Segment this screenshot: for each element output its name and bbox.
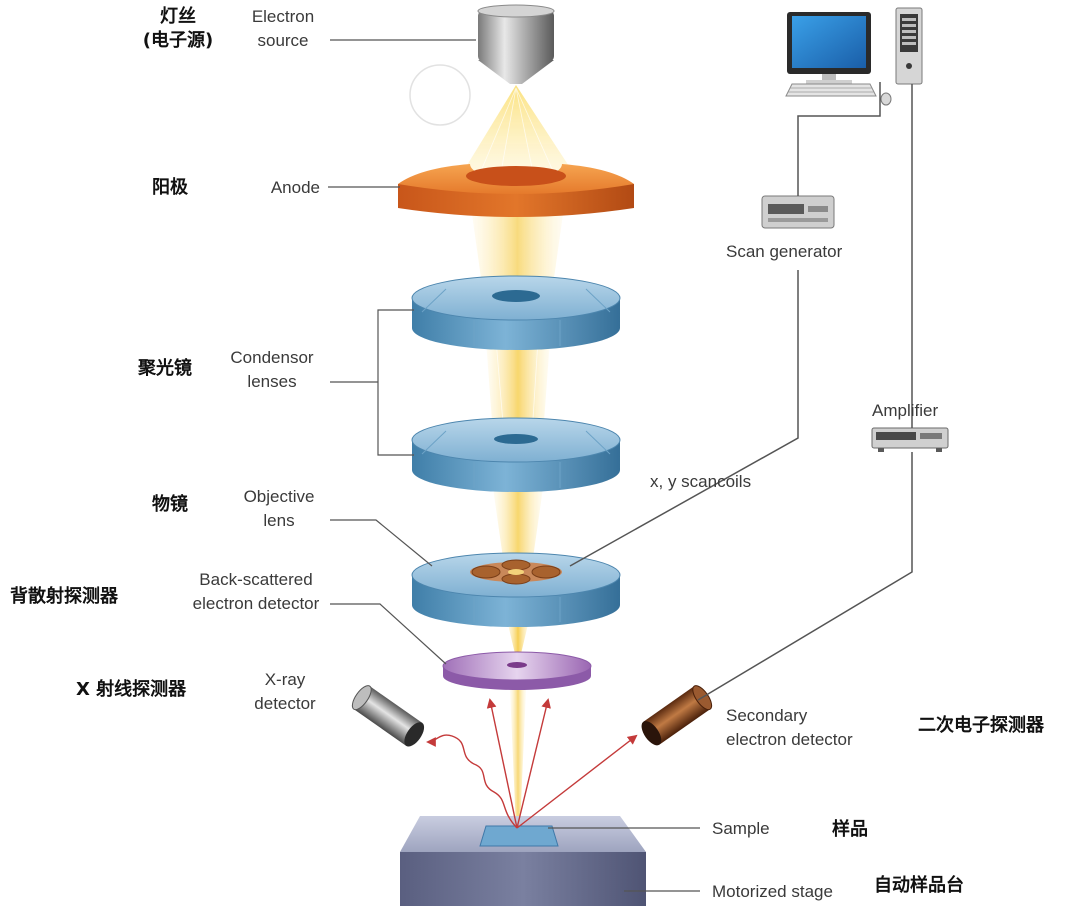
anode-label: Anode [230, 176, 320, 200]
objective-label-zh: 物镜 [152, 493, 188, 517]
condensor-lenses-label: Condensor lenses [214, 346, 330, 394]
backscattered-detector-label-line1: Back-scattered [199, 570, 313, 589]
electron-source-label: Electron source [234, 5, 332, 53]
decorative-circle [409, 64, 471, 126]
filament-label-zh: 灯丝 (电子源) [126, 5, 230, 53]
scancoils-label: x, y scancoils [650, 470, 751, 494]
objective-lens-label-line1: Objective [243, 487, 315, 506]
computer-graphic [785, 7, 923, 106]
motorized-stage-label: Motorized stage [712, 880, 833, 904]
leader-lines [328, 39, 700, 892]
connection-cables [569, 82, 913, 701]
backscatter-detector-label-zh-text: 背散射探测器 [10, 586, 118, 607]
amplifier-label-text: Amplifier [872, 401, 939, 420]
scan-generator-graphic [761, 195, 835, 229]
secondary-detector-label: Secondary electron detector [726, 704, 853, 752]
scan-generator-label: Scan generator [726, 240, 842, 264]
xray-detector-label-line1: X-ray [264, 670, 306, 689]
secondary-detector-label-zh-text: 二次电子探测器 [918, 715, 1044, 736]
electron-gun-graphic [477, 4, 555, 84]
amplifier-label: Amplifier [872, 399, 938, 423]
electron-source-label-line1: Electron [251, 7, 315, 26]
backscatter-detector-graphic [442, 651, 592, 690]
sample-label-text: Sample [712, 819, 770, 838]
xray-detector-label-zh: X 射线探测器 [76, 678, 186, 702]
filament-label-zh-line2: (电子源) [142, 30, 214, 51]
backscattered-detector-label-line2: electron detector [192, 594, 320, 613]
xray-detector-label-zh-text: X 射线探测器 [76, 679, 187, 700]
amplifier-graphic [871, 427, 949, 452]
backscattered-detector-label: Back-scattered electron detector [176, 568, 336, 616]
objective-lens-graphic [411, 552, 621, 627]
secondary-detector-label-zh: 二次电子探测器 [918, 714, 1044, 738]
backscatter-detector-label-zh: 背散射探测器 [10, 585, 118, 609]
condensor-lenses-label-line2: lenses [247, 372, 297, 391]
motorized-stage-graphic [400, 816, 646, 906]
condensor-lenses-label-line1: Condensor [230, 348, 314, 367]
sample-label-zh-text: 样品 [832, 819, 868, 840]
motorized-stage-label-text: Motorized stage [712, 882, 833, 901]
anode-label-text: Anode [270, 178, 320, 197]
condenser-label-zh-text: 聚光镜 [138, 358, 192, 379]
objective-lens-label-line2: lens [263, 511, 295, 530]
xray-detector-label-line2: detector [254, 694, 316, 713]
xray-detector-graphic [351, 685, 425, 747]
emission-arrows [426, 698, 638, 829]
scancoils-label-text: x, y scancoils [650, 472, 752, 491]
electron-source-label-line2: source [257, 31, 309, 50]
objective-label-zh-text: 物镜 [152, 494, 188, 515]
secondary-detector-label-line2: electron detector [726, 730, 853, 749]
secondary-detector-label-line1: Secondary [726, 706, 808, 725]
secondary-detector-graphic [641, 685, 713, 746]
electron-beam [458, 85, 578, 828]
objective-lens-label: Objective lens [226, 485, 332, 533]
anode-label-zh-text: 阳极 [152, 177, 188, 198]
scan-generator-label-text: Scan generator [726, 242, 843, 261]
filament-label-zh-line1: 灯丝 [160, 6, 196, 27]
stage-label-zh-text: 自动样品台 [874, 875, 964, 896]
condenser-lens-2-graphic [411, 417, 621, 492]
sample-label: Sample [712, 817, 770, 841]
sample-label-zh: 样品 [832, 818, 868, 842]
condenser-label-zh: 聚光镜 [138, 357, 192, 381]
condenser-lens-1-graphic [411, 275, 621, 350]
anode-label-zh: 阳极 [152, 176, 188, 200]
stage-label-zh: 自动样品台 [874, 874, 964, 898]
xray-detector-label: X-ray detector [238, 668, 332, 716]
anode-graphic [398, 164, 634, 217]
